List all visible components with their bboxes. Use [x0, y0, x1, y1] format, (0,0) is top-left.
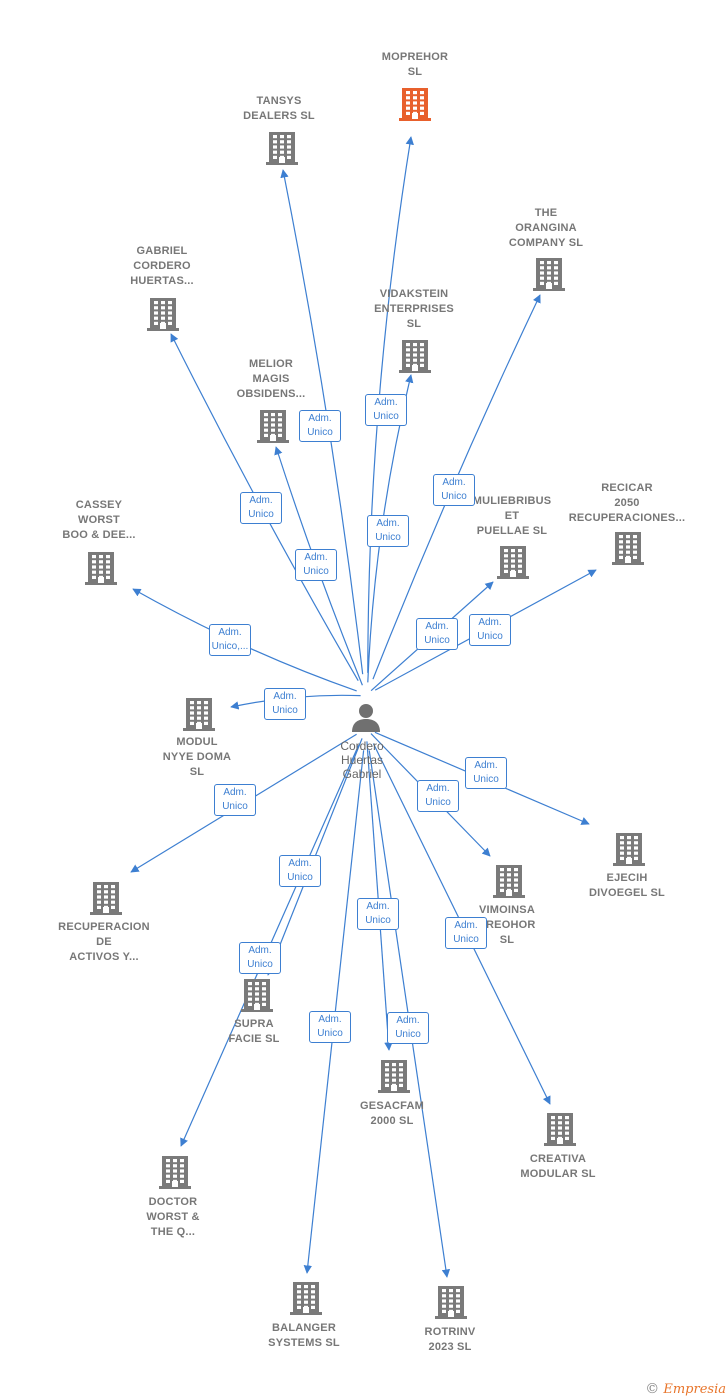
edge-label-balanger: Adm. Unico	[309, 1011, 351, 1043]
company-node-vimoinsa[interactable]	[492, 863, 526, 899]
brand-logo[interactable]: Empresia	[663, 1382, 726, 1397]
building-icon[interactable]	[434, 1284, 468, 1320]
company-node-gabriel[interactable]	[146, 296, 180, 332]
edge-label-orangina: Adm. Unico	[433, 474, 475, 506]
building-icon[interactable]	[398, 338, 432, 374]
company-node-rotrinv[interactable]	[434, 1284, 468, 1320]
company-node-vidakstein[interactable]	[398, 338, 432, 374]
edge-label-gabriel: Adm. Unico	[240, 492, 282, 524]
company-node-tansys[interactable]	[265, 130, 299, 166]
company-node-supra[interactable]	[240, 977, 274, 1013]
edge-label-doctor: Adm. Unico	[239, 942, 281, 974]
edge-label-vimoinsa: Adm. Unico	[417, 780, 459, 812]
footer-credit: © Empresia	[645, 1381, 726, 1397]
company-node-melior[interactable]	[256, 408, 290, 444]
company-node-cassey[interactable]	[84, 550, 118, 586]
edge-label-moprehor: Adm. Unico	[365, 394, 407, 426]
company-node-moprehor[interactable]	[398, 86, 432, 122]
building-icon[interactable]	[496, 544, 530, 580]
company-node-modul[interactable]	[182, 696, 216, 732]
building-icon[interactable]	[182, 696, 216, 732]
building-icon[interactable]	[89, 880, 123, 916]
edge-label-modul: Adm. Unico	[264, 688, 306, 720]
edge-label-vidakstein: Adm. Unico	[367, 515, 409, 547]
company-label-modul[interactable]: MODUL NYYE DOMA SL	[162, 736, 232, 778]
edge-label-gesacfam: Adm. Unico	[357, 898, 399, 930]
company-label-orangina[interactable]: THE ORANGINA COMPANY SL	[508, 207, 584, 249]
company-label-cassey[interactable]: CASSEY WORST BOO & DEE...	[62, 499, 136, 541]
building-icon[interactable]	[146, 296, 180, 332]
company-node-doctor[interactable]	[158, 1154, 192, 1190]
company-label-recuperacion[interactable]: RECUPERACION DE ACTIVOS Y...	[58, 921, 150, 963]
company-label-creativa[interactable]: CREATIVA MODULAR SL	[520, 1153, 596, 1180]
edge-label-melior: Adm. Unico	[295, 549, 337, 581]
edge-label-cassey: Adm. Unico,...	[209, 624, 251, 656]
copyright-symbol: ©	[645, 1381, 660, 1397]
edge-label-ejecih: Adm. Unico	[465, 757, 507, 789]
company-label-vidakstein[interactable]: VIDAKSTEIN ENTERPRISES SL	[374, 288, 454, 330]
building-icon[interactable]	[612, 831, 646, 867]
company-node-ejecih[interactable]	[612, 831, 646, 867]
edge-label-muliebribus: Adm. Unico	[416, 618, 458, 650]
company-node-balanger[interactable]	[289, 1280, 323, 1316]
building-icon[interactable]	[265, 130, 299, 166]
building-icon[interactable]	[543, 1111, 577, 1147]
company-label-melior[interactable]: MELIOR MAGIS OBSIDENS...	[236, 358, 306, 400]
edge-label-tansys: Adm. Unico	[299, 410, 341, 442]
company-node-recuperacion[interactable]	[89, 880, 123, 916]
edge-label-recicar: Adm. Unico	[469, 614, 511, 646]
edge-label-recuperacion: Adm. Unico	[214, 784, 256, 816]
person-icon[interactable]	[350, 701, 382, 733]
edge-label-supra: Adm. Unico	[279, 855, 321, 887]
building-icon[interactable]	[256, 408, 290, 444]
company-node-muliebribus[interactable]	[496, 544, 530, 580]
company-label-ejecih[interactable]: EJECIH DIVOEGEL SL	[589, 872, 665, 899]
building-icon[interactable]	[377, 1058, 411, 1094]
company-label-doctor[interactable]: DOCTOR WORST & THE Q...	[146, 1196, 200, 1238]
company-node-orangina[interactable]	[532, 256, 566, 292]
company-label-gesacfam[interactable]: GESACFAM 2000 SL	[360, 1100, 424, 1127]
edge-line-gesacfam	[366, 741, 393, 1051]
company-node-gesacfam[interactable]	[377, 1058, 411, 1094]
building-icon[interactable]	[398, 86, 432, 122]
building-icon[interactable]	[611, 530, 645, 566]
company-node-creativa[interactable]	[543, 1111, 577, 1147]
center-person-name[interactable]: Cordero Huertas Gabriel	[340, 739, 384, 781]
edge-label-creativa: Adm. Unico	[445, 917, 487, 949]
building-icon[interactable]	[492, 863, 526, 899]
company-label-muliebribus[interactable]: MULIEBRIBUS ET PUELLAE SL	[472, 495, 552, 537]
company-label-gabriel[interactable]: GABRIEL CORDERO HUERTAS...	[130, 245, 194, 287]
company-label-supra[interactable]: SUPRA FACIE SL	[228, 1018, 280, 1045]
building-icon[interactable]	[289, 1280, 323, 1316]
company-node-recicar[interactable]	[611, 530, 645, 566]
building-icon[interactable]	[532, 256, 566, 292]
company-label-vimoinsa[interactable]: VIMOINSA PREOHOR SL	[478, 904, 536, 946]
company-label-moprehor[interactable]: MOPREHOR SL	[381, 51, 449, 78]
building-icon[interactable]	[84, 550, 118, 586]
building-icon[interactable]	[240, 977, 274, 1013]
company-label-tansys[interactable]: TANSYS DEALERS SL	[243, 95, 315, 122]
company-label-rotrinv[interactable]: ROTRINV 2023 SL	[424, 1326, 476, 1353]
company-label-balanger[interactable]: BALANGER SYSTEMS SL	[268, 1322, 340, 1349]
company-label-recicar[interactable]: RECICAR 2050 RECUPERACIONES...	[568, 482, 686, 524]
building-icon[interactable]	[158, 1154, 192, 1190]
edge-label-rotrinv: Adm. Unico	[387, 1012, 429, 1044]
